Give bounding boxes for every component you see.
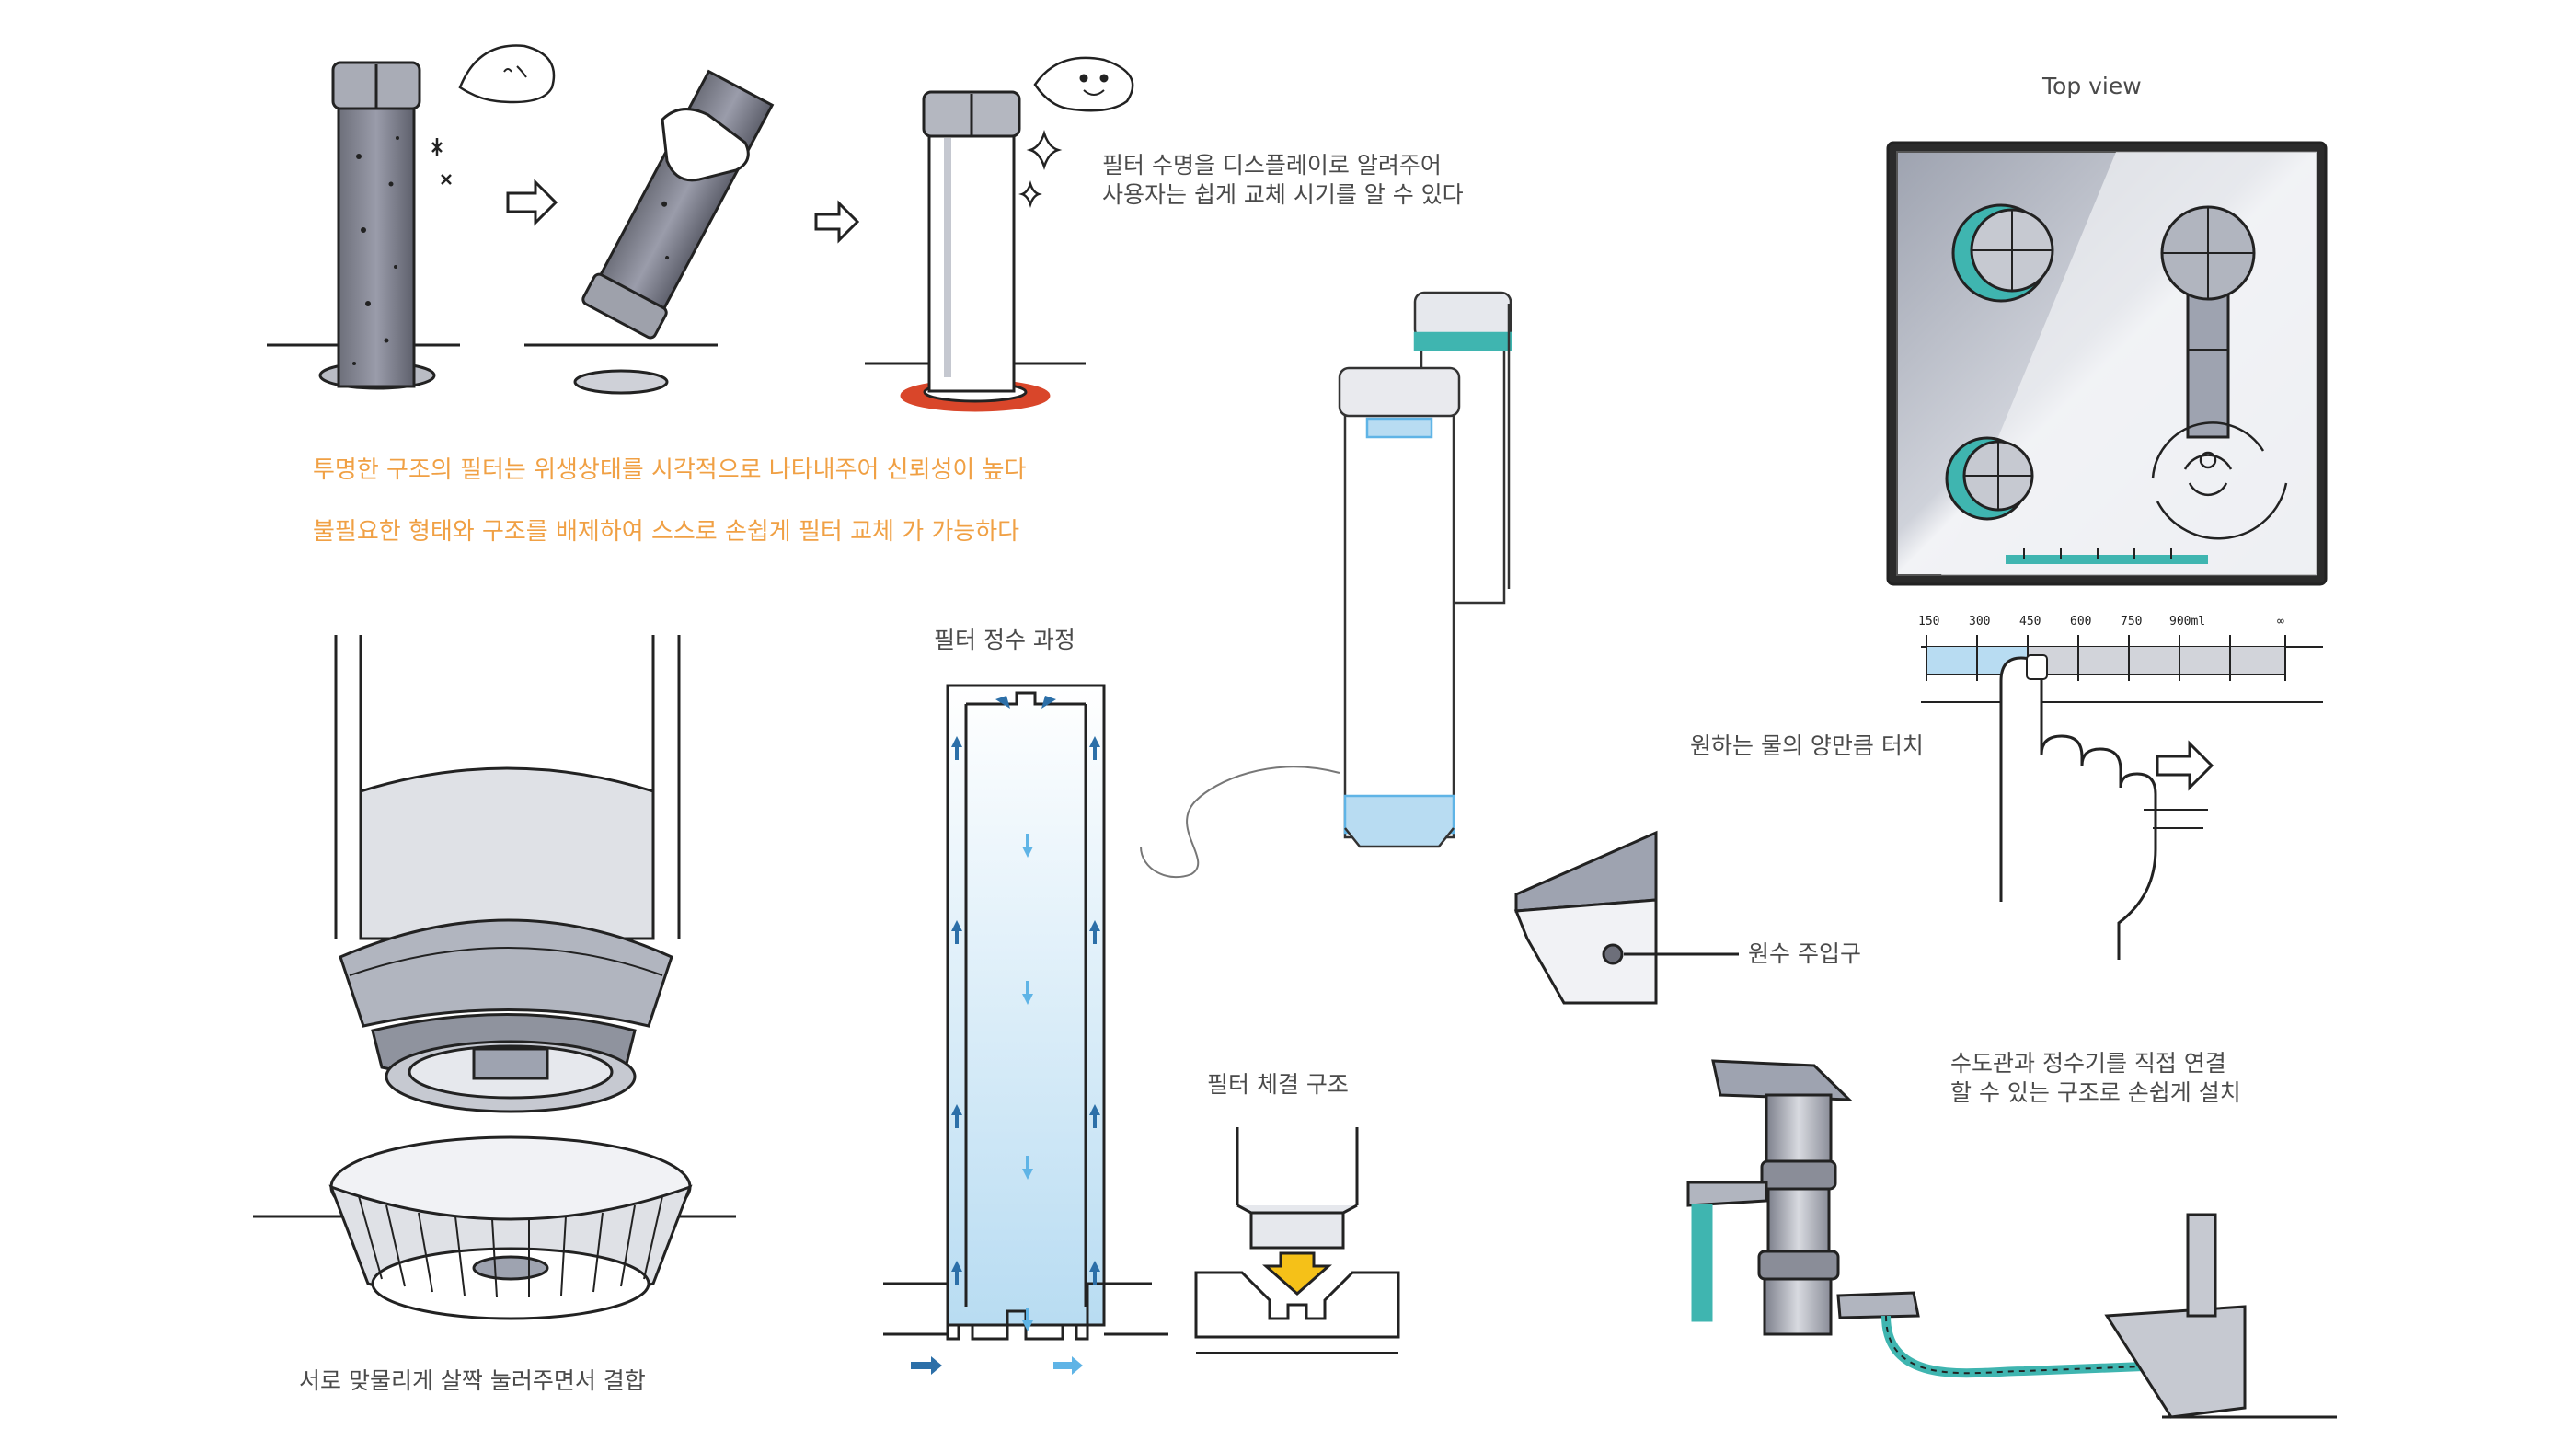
transparent-filter-caption: 투명한 구조의 필터는 위생상태를 시각적으로 나타내주어 신뢰성이 높다 bbox=[313, 456, 1027, 484]
sparkle-icon bbox=[1018, 130, 1063, 208]
scale-label: 450 bbox=[2019, 615, 2041, 628]
volume-scale-labels: 150 300 450 600 750 900ml ∞ bbox=[1914, 615, 2300, 633]
right-arrow-icon bbox=[2156, 740, 2214, 791]
direct-connection-caption: 수도관과 정수기를 직접 연결 할 수 있는 구조로 손쉽게 설치 bbox=[1950, 1049, 2241, 1108]
filter-life-caption: 필터 수명을 디스플레이로 알려주어 사용자는 쉽게 교체 시기를 알 수 있다 bbox=[1102, 151, 1464, 210]
filter-life-caption-line2: 사용자는 쉽게 교체 시기를 알 수 있다 bbox=[1102, 181, 1464, 208]
touch-hand bbox=[1999, 654, 2157, 960]
fastening-structure-diagram bbox=[1194, 1127, 1400, 1354]
direct-connection-line2: 할 수 있는 구조로 손쉽게 설치 bbox=[1950, 1079, 2241, 1106]
top-view-label: Top view bbox=[2042, 73, 2142, 99]
scale-label: 300 bbox=[1969, 615, 1991, 628]
top-view-panel bbox=[1886, 141, 2328, 586]
scale-label: 600 bbox=[2070, 615, 2092, 628]
happy-face-bubble-icon bbox=[1033, 56, 1134, 112]
right-arrow-icon bbox=[814, 200, 860, 244]
snap-fit-caption: 서로 맞물리게 살짝 눌러주면서 결합 bbox=[299, 1367, 646, 1394]
touch-amount-caption: 원하는 물의 양만큼 터치 bbox=[1690, 732, 1924, 759]
yellow-press-arrow-icon bbox=[1262, 1251, 1332, 1296]
flow-arrows bbox=[911, 696, 1100, 1375]
fastening-structure-title: 필터 체결 구조 bbox=[1207, 1071, 1349, 1098]
purification-process-title: 필터 정수 과정 bbox=[934, 627, 1075, 653]
faucet-installation bbox=[1686, 1059, 2337, 1419]
transparent-filter-cartridge bbox=[1140, 291, 1512, 879]
purification-process-diagram bbox=[883, 684, 1168, 1375]
raw-water-inlet bbox=[1513, 830, 1739, 1005]
right-arrow-icon bbox=[506, 179, 558, 226]
raw-water-inlet-label: 원수 주입구 bbox=[1748, 940, 1861, 967]
scale-label: 150 bbox=[1918, 615, 1940, 628]
volume-scale-bar bbox=[1921, 635, 2323, 703]
scale-label: 750 bbox=[2121, 615, 2143, 628]
sparkle-icon bbox=[431, 138, 452, 185]
filter-life-caption-line1: 필터 수명을 디스플레이로 알려주어 bbox=[1102, 152, 1442, 179]
scale-label: ∞ bbox=[2277, 615, 2284, 628]
scale-label: 900ml bbox=[2169, 615, 2206, 628]
snap-fit-cap bbox=[253, 635, 736, 1320]
filter-replacement-sequence bbox=[267, 44, 1134, 412]
sad-face-bubble-icon bbox=[458, 44, 556, 104]
easy-replace-caption: 불필요한 형태와 구조를 배제하여 스스로 손쉽게 필터 교체 가 가능하다 bbox=[313, 518, 1020, 546]
direct-connection-line1: 수도관과 정수기를 직접 연결 bbox=[1950, 1050, 2226, 1077]
